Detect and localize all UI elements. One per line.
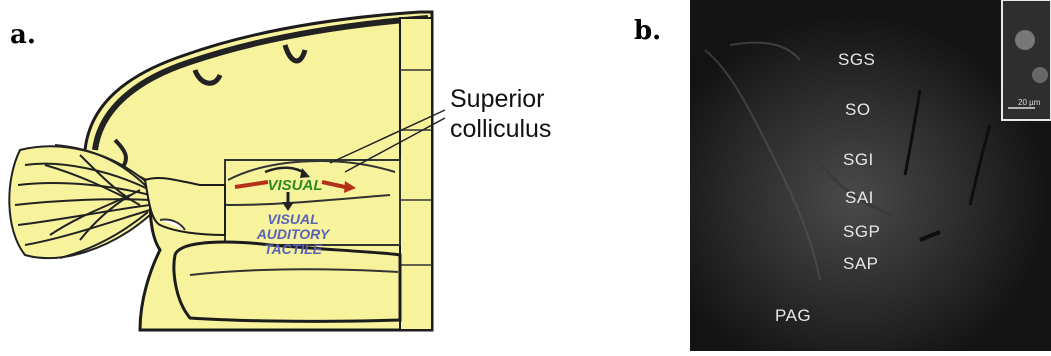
visual-top-label: VISUAL bbox=[267, 177, 322, 194]
layer-label-sgi: SGI bbox=[843, 150, 874, 170]
micrograph-panel: 20 µm SGS SO SGI SAI SGP SAP PAG bbox=[690, 0, 1051, 351]
layer-label-sgp: SGP bbox=[843, 222, 880, 242]
lower-label-3: TACTILE bbox=[264, 241, 323, 257]
superior-colliculus-callout: Superior colliculus bbox=[450, 84, 551, 144]
panel-b-label: b. bbox=[634, 16, 661, 46]
lower-label-2: AUDITORY bbox=[256, 226, 331, 242]
inset-scale-label: 20 µm bbox=[1018, 98, 1040, 107]
brain-schematic-panel: VISUAL VISUAL AUDITORY TACTILE Superior … bbox=[0, 0, 620, 351]
callout-line1: Superior bbox=[450, 84, 551, 114]
layer-label-sai: SAI bbox=[845, 188, 874, 208]
lower-label-1: VISUAL bbox=[267, 211, 318, 227]
callout-line2: colliculus bbox=[450, 114, 551, 144]
layer-label-sgs: SGS bbox=[838, 50, 875, 70]
layer-label-so: SO bbox=[845, 100, 871, 120]
layer-label-pag: PAG bbox=[775, 306, 811, 326]
layer-label-sap: SAP bbox=[843, 254, 879, 274]
brain-schematic: VISUAL VISUAL AUDITORY TACTILE bbox=[0, 0, 620, 351]
right-structure bbox=[400, 18, 432, 330]
